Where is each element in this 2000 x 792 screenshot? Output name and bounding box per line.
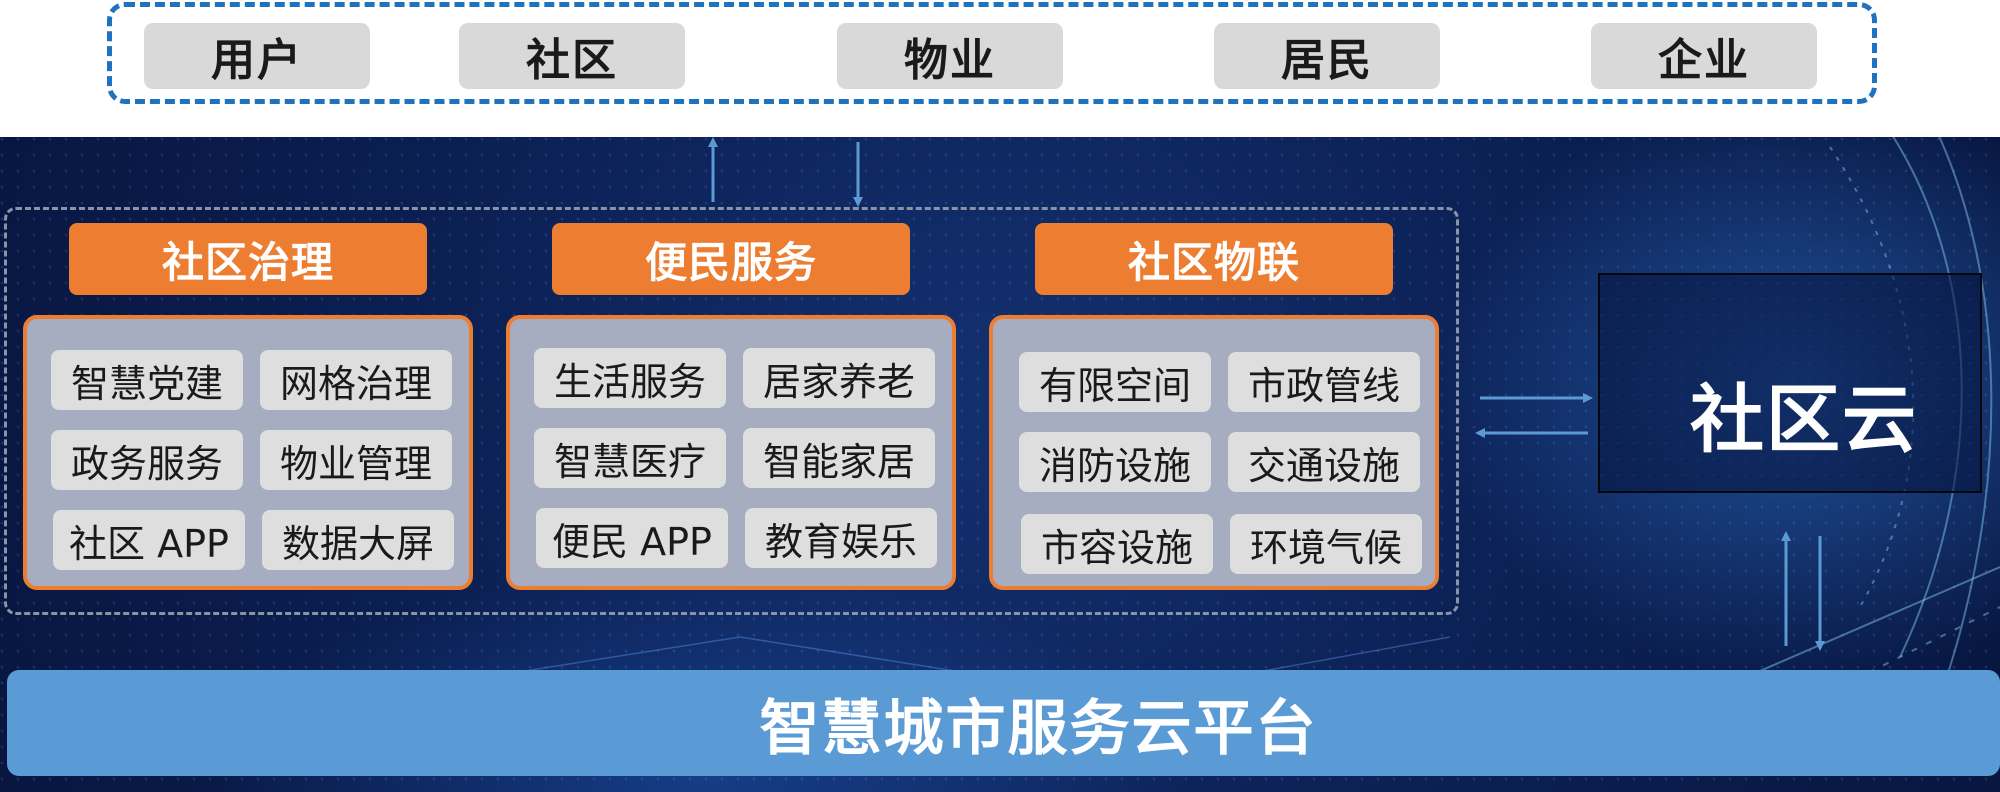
module-iot: 有限空间 市政管线 消防设施 交通设施 市容设施 环境气候 — [989, 315, 1439, 590]
module-item: 环境气候 — [1230, 514, 1422, 574]
module-item: 便民 APP — [536, 508, 728, 568]
module-governance: 智慧党建 网格治理 政务服务 物业管理 社区 APP 数据大屏 — [23, 315, 473, 590]
stakeholder-frame — [107, 2, 1877, 104]
module-header-iot: 社区物联 — [1035, 223, 1393, 295]
platform-label: 智慧城市服务云平台 — [759, 693, 1318, 764]
stakeholder-property: 物业 — [837, 23, 1063, 89]
module-item: 智慧党建 — [51, 350, 243, 410]
community-cloud-label: 社区云 — [1690, 377, 1918, 463]
module-item: 网格治理 — [260, 350, 452, 410]
smart-city-platform-bar: 智慧城市服务云平台 — [7, 670, 2000, 776]
module-item: 市政管线 — [1228, 352, 1420, 412]
module-item: 有限空间 — [1019, 352, 1211, 412]
module-item: 消防设施 — [1019, 432, 1211, 492]
community-cloud-panel — [1598, 273, 1982, 493]
module-group-frame — [4, 207, 1459, 615]
module-item: 社区 APP — [53, 510, 245, 570]
module-header-convenience: 便民服务 — [552, 223, 910, 295]
module-item: 交通设施 — [1228, 432, 1420, 492]
module-item: 居家养老 — [743, 348, 935, 408]
stakeholder-community: 社区 — [459, 23, 685, 89]
module-item: 政务服务 — [51, 430, 243, 490]
module-header-governance: 社区治理 — [69, 223, 427, 295]
stakeholder-user: 用户 — [144, 23, 370, 89]
stakeholder-residents: 居民 — [1214, 23, 1440, 89]
module-item: 智慧医疗 — [534, 428, 726, 488]
module-item: 物业管理 — [260, 430, 452, 490]
module-convenience: 生活服务 居家养老 智慧医疗 智能家居 便民 APP 教育娱乐 — [506, 315, 956, 590]
module-item: 生活服务 — [534, 348, 726, 408]
module-item: 智能家居 — [743, 428, 935, 488]
module-item: 市容设施 — [1021, 514, 1213, 574]
stakeholder-enterprise: 企业 — [1591, 23, 1817, 89]
module-item: 数据大屏 — [262, 510, 454, 570]
module-item: 教育娱乐 — [745, 508, 937, 568]
